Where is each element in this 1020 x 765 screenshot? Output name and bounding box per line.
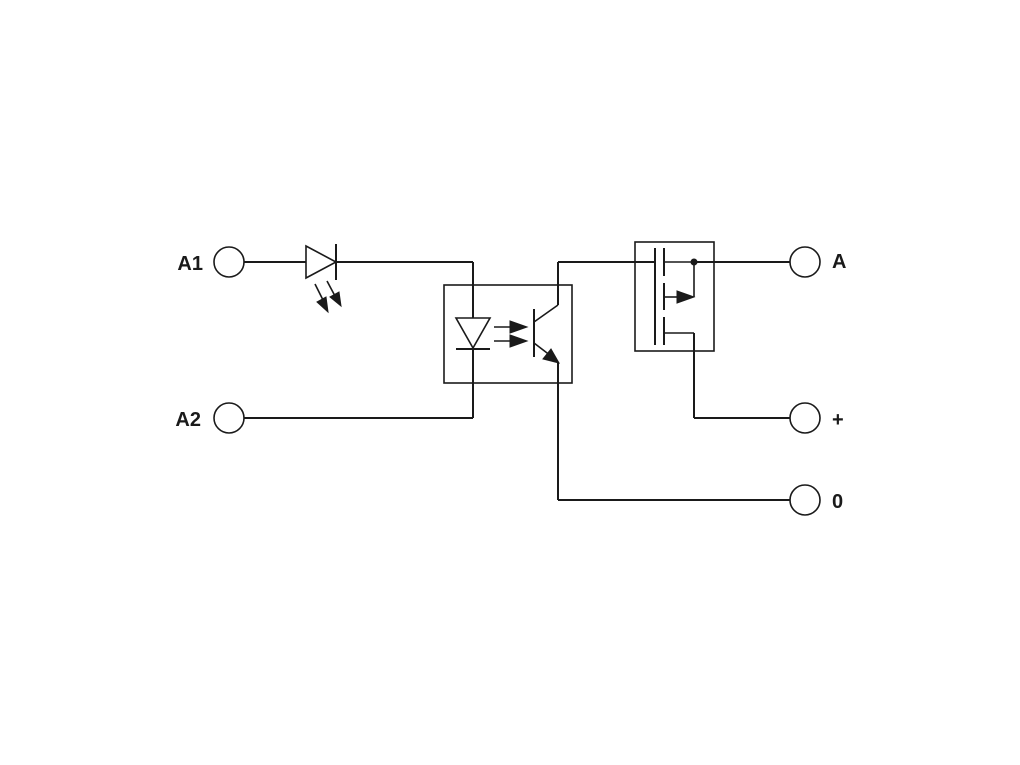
terminal-plus[interactable] xyxy=(789,402,821,434)
output-wiring xyxy=(557,261,790,501)
mosfet xyxy=(634,241,715,352)
input-terminals: A1 A2 xyxy=(175,246,245,434)
led-emission-arrowhead-2 xyxy=(329,291,342,308)
label-a: A xyxy=(832,251,846,273)
output-terminals: A + 0 xyxy=(789,246,846,516)
led-triangle xyxy=(305,244,338,280)
phototransistor-emitter-arrowhead xyxy=(542,348,561,364)
optocoupler xyxy=(443,284,573,384)
mosfet-housing xyxy=(634,241,715,352)
input-wiring xyxy=(244,261,474,419)
terminal-zero[interactable] xyxy=(789,484,821,516)
label-plus: + xyxy=(832,409,844,431)
terminal-a[interactable] xyxy=(789,246,821,278)
indicator-led-icon xyxy=(305,244,342,314)
phototransistor-collector xyxy=(533,304,559,323)
mosfet-body-arrowhead xyxy=(676,290,696,304)
optocoupler-housing xyxy=(443,284,573,384)
label-a1: A1 xyxy=(177,253,203,275)
led-emission-ray-2 xyxy=(326,280,336,297)
terminal-a1[interactable] xyxy=(213,246,245,278)
label-a2: A2 xyxy=(175,409,201,431)
led-emission-arrowhead-1 xyxy=(316,296,329,314)
terminal-a2[interactable] xyxy=(213,402,245,434)
opto-diode-triangle xyxy=(454,317,492,350)
led-emission-ray-1 xyxy=(314,283,324,301)
label-zero: 0 xyxy=(832,491,843,513)
opto-light-arrowhead-1 xyxy=(509,320,529,334)
mosfet-drain-junction xyxy=(690,258,698,266)
opto-light-arrowhead-2 xyxy=(509,334,529,348)
